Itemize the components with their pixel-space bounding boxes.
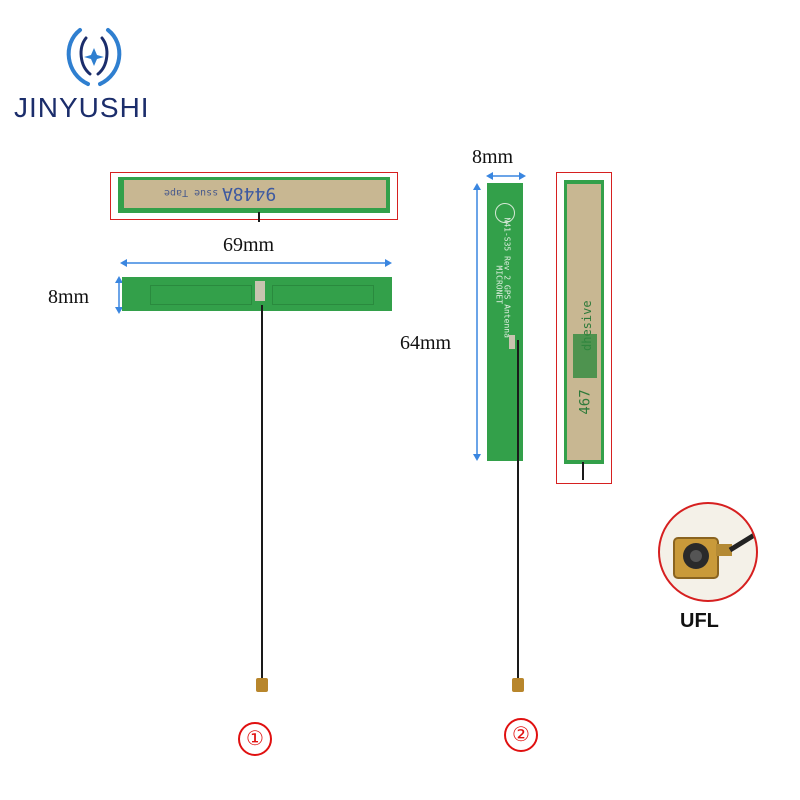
ufl-label: UFL (680, 610, 719, 632)
antenna1-tape-text2: ssue Tape (164, 187, 219, 198)
antenna1-tape: ssue Tape 9448A (124, 180, 386, 208)
antenna1-tape-text: 9448A (222, 183, 277, 204)
antenna1-feed-pad (255, 281, 265, 301)
antenna1-height-arrow (115, 276, 123, 314)
antenna2-back-view-frame (556, 172, 612, 484)
brand-name: JINYUSHI (14, 92, 150, 123)
antenna2-length-label: 64mm (400, 332, 452, 354)
antenna2-back-stub (582, 462, 584, 480)
brand-logo (58, 22, 130, 94)
antenna1-back-pcb: ssue Tape 9448A (118, 177, 390, 213)
antenna2-tape: dhesive 467 (567, 184, 601, 460)
antenna2-ufl-connector (512, 678, 524, 692)
ufl-connector-photo (658, 502, 758, 602)
antenna1-number: ① (238, 722, 272, 756)
antenna1-width-arrow (120, 259, 392, 267)
antenna1-front-pcb (122, 277, 392, 311)
ufl-connector-icon (673, 531, 756, 579)
antenna1-height-label: 8mm (48, 286, 90, 308)
antenna2-width-label: 8mm (472, 146, 514, 168)
antenna2-length-arrow (473, 183, 481, 461)
antenna1-cable (261, 305, 263, 681)
antenna2-number: ② (504, 718, 538, 752)
antenna2-pcb-text: N41-S35 Rev 2 GPS Antenna (502, 217, 512, 338)
antenna2-width-arrow (486, 172, 526, 180)
antenna1-back-stub (258, 212, 260, 222)
antenna2-logo-icon (495, 203, 515, 223)
antenna1-back-view-frame (110, 172, 398, 220)
antenna2-feed-pad (509, 335, 515, 349)
antenna2-tape-logo (573, 334, 597, 378)
antenna1-ufl-connector (256, 678, 268, 692)
antenna2-cable (517, 340, 519, 680)
crescent-star-logo-icon (66, 28, 122, 86)
antenna2-pcb-text2: MICRONET (494, 265, 504, 305)
antenna1-width-label: 69mm (223, 234, 275, 256)
antenna2-back-pcb: dhesive 467 (564, 180, 604, 464)
antenna2-tape-text2: 467 (577, 389, 594, 415)
